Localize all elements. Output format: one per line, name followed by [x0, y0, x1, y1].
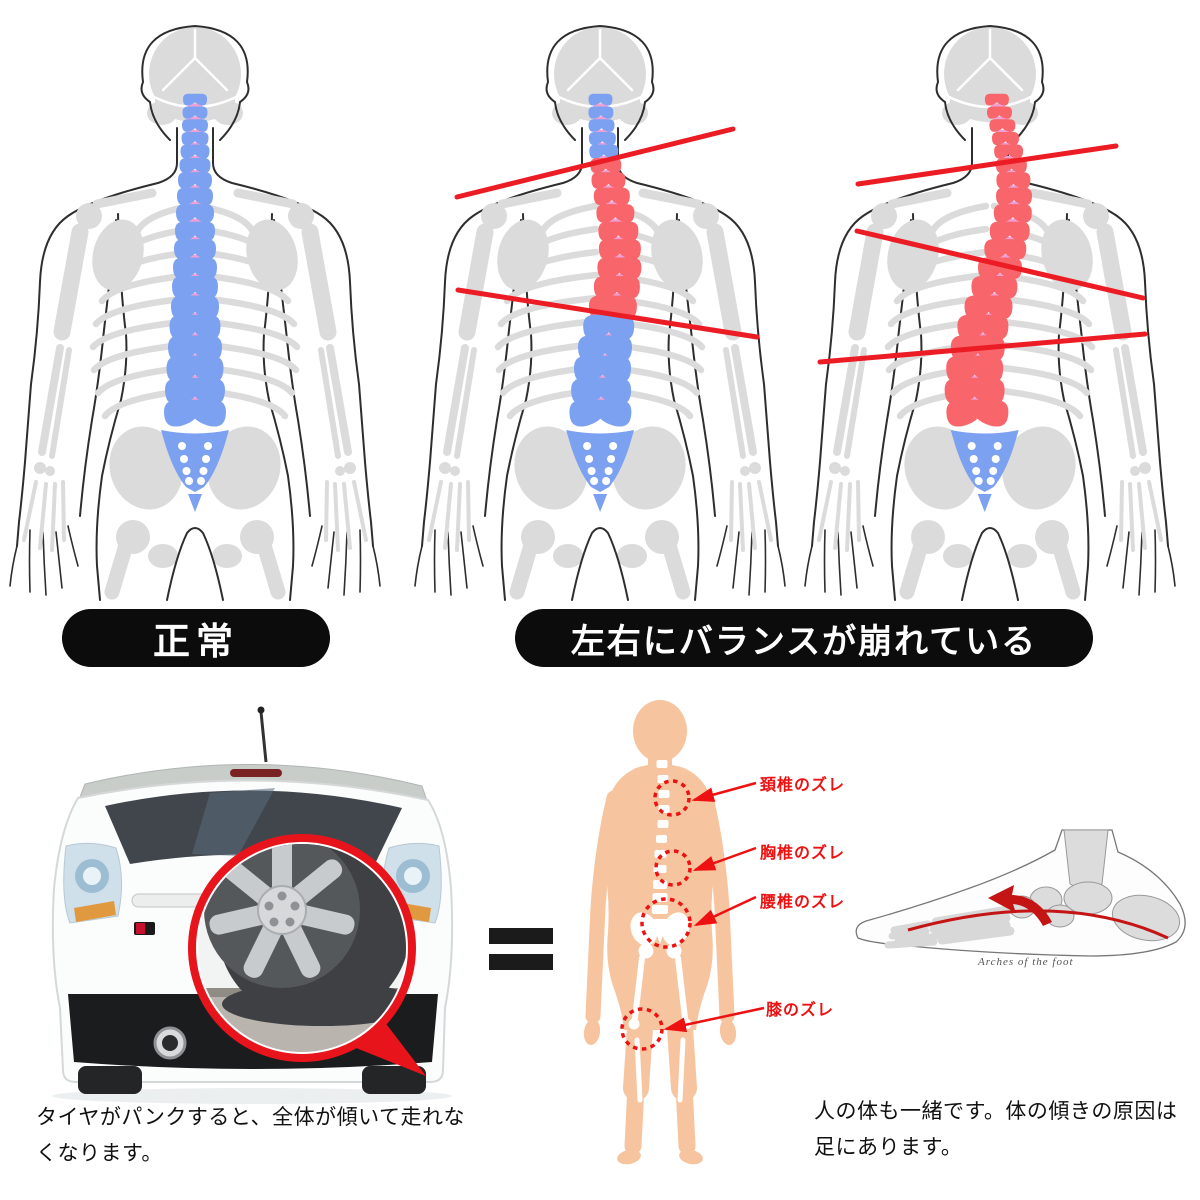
imbalance-label-pill: 左右にバランスが崩れている — [515, 609, 1093, 667]
skeleton-figures-svg — [0, 0, 1200, 600]
silhouette-arms — [583, 790, 737, 1045]
exhaust-pipe — [162, 1035, 178, 1051]
normal-label-pill: 正常 — [62, 609, 330, 667]
tail-light-left — [63, 842, 123, 924]
toe-bones — [884, 920, 938, 949]
spine-overlays — [161, 93, 1032, 512]
silhouette-legs — [617, 1015, 703, 1165]
body-caption: 人の体も一緒です。体の傾きの原因は 足にあります。 — [814, 1100, 1178, 1159]
knee-circle — [620, 1007, 664, 1051]
misalignment-circles — [620, 779, 692, 1051]
antenna-icon — [257, 706, 265, 714]
foot-caption: Arches of the foot — [978, 956, 1074, 968]
equals-symbol: = — [489, 928, 553, 970]
lumbar-circle — [640, 897, 692, 949]
annotation-arrows — [663, 781, 765, 1033]
foot-diagram — [855, 829, 1186, 957]
flat-tire-callout — [188, 834, 426, 1076]
normal-label: 正常 — [153, 621, 239, 662]
cervical-circle — [653, 779, 691, 817]
flat-tire-bulge — [222, 982, 406, 1026]
annotation-label-lumbar: 腰椎のズレ — [760, 894, 846, 911]
body-silhouette — [583, 700, 765, 1165]
arch-arrow-icon — [988, 885, 1052, 926]
annotation-label-knee: 膝のズレ — [766, 1002, 835, 1019]
thoracic-circle — [654, 849, 692, 887]
annotation-label-cervical: 頚椎のズレ — [760, 777, 846, 794]
imbalance-label: 左右にバランスが崩れている — [570, 622, 1038, 661]
alignment-lines — [454, 126, 1148, 365]
arch-line — [907, 909, 1169, 940]
car-caption: タイヤがパンクすると、全体が傾いて走れな くなります。 — [36, 1106, 465, 1165]
gr-badge — [136, 923, 145, 934]
car-illustration — [51, 706, 454, 1104]
annotation-label-thoracic: 胸椎のズレ — [760, 845, 846, 862]
